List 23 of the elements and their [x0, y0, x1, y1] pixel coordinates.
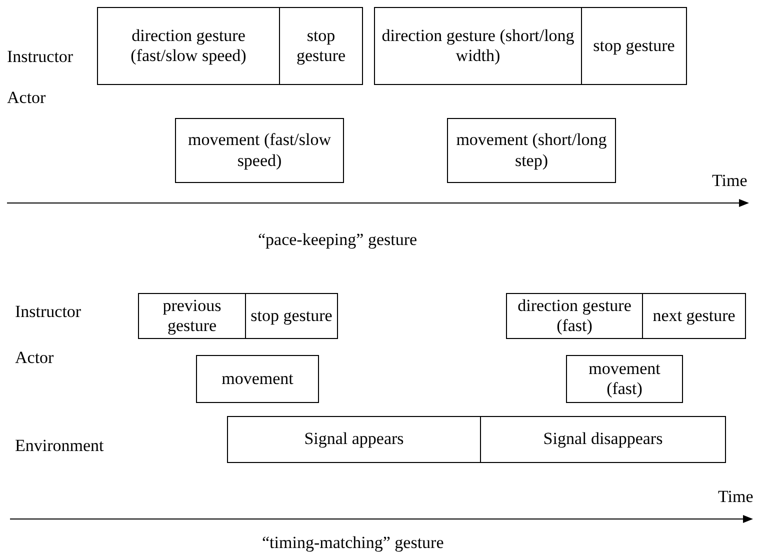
- event-box: direction gesture (fast): [506, 293, 643, 339]
- event-box: stop gesture: [245, 293, 338, 339]
- event-box: previous gesture: [138, 293, 246, 339]
- event-box: movement (fast/slow speed): [175, 118, 344, 183]
- caption: “pace-keeping” gesture: [258, 230, 418, 250]
- event-box: stop gesture: [581, 7, 687, 85]
- event-box: movement (fast): [566, 355, 683, 403]
- event-box: direction gesture (short/long width): [374, 7, 582, 85]
- event-box: stop gesture: [279, 7, 363, 85]
- row-label: Instructor: [7, 47, 74, 68]
- row-label: Environment: [15, 436, 104, 456]
- caption: “timing-matching” gesture: [262, 533, 444, 554]
- event-box: direction gesture (fast/slow speed): [97, 7, 280, 85]
- event-box: movement: [196, 355, 319, 403]
- row-label: Actor: [7, 88, 46, 108]
- event-box: movement (short/long step): [447, 118, 616, 183]
- event-box: Signal appears: [227, 416, 481, 463]
- axis-label: Time: [718, 487, 754, 508]
- event-box: Signal disappears: [480, 416, 726, 463]
- axis-label: Time: [712, 171, 748, 192]
- row-label: Instructor: [15, 302, 82, 322]
- event-box: next gesture: [642, 293, 746, 339]
- row-label: Actor: [15, 348, 54, 368]
